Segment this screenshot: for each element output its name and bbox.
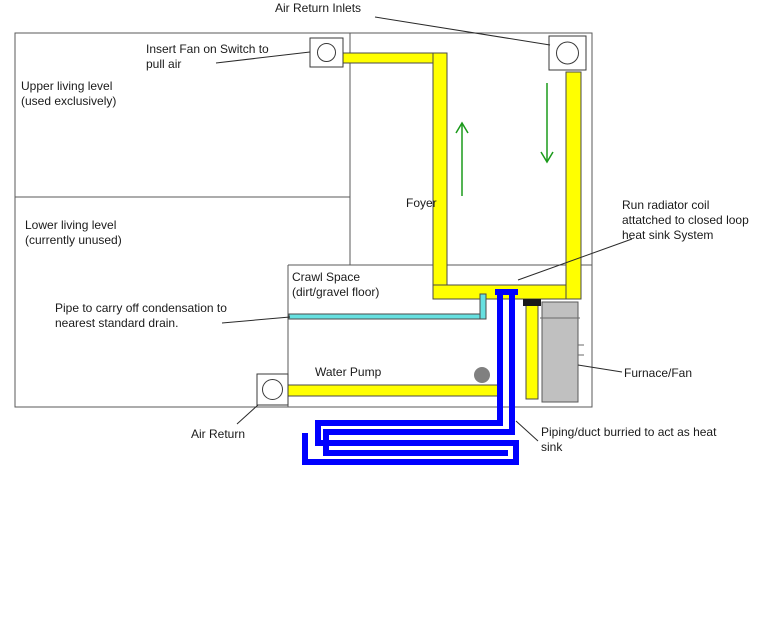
crawl-space-line-2: (dirt/gravel floor) xyxy=(292,285,380,299)
insert-fan-label: Insert Fan on Switch to pull air xyxy=(146,42,269,72)
piping-duct-line-1: Piping/duct burried to act as heat xyxy=(541,425,717,439)
pump-icon xyxy=(474,367,490,383)
crawl-space-line-1: Crawl Space xyxy=(292,270,361,284)
piping-duct-line-2: sink xyxy=(541,440,563,454)
air-duct xyxy=(286,52,582,400)
lower-level-line-2: (currently unused) xyxy=(25,233,122,247)
upper-level-line-2: (used exclusively) xyxy=(21,94,117,108)
radiator-coil-line-1: Run radiator coil xyxy=(622,198,710,212)
heat-sink-piping xyxy=(302,289,519,465)
foyer-label: Foyer xyxy=(406,196,437,210)
radiator-coil-line-3: heat sink System xyxy=(622,228,714,242)
coil-connector xyxy=(523,299,541,306)
furnace-fan-label: Furnace/Fan xyxy=(624,366,693,380)
vent-icon xyxy=(548,35,587,71)
radiator-coil-line-2: attatched to closed loop xyxy=(622,213,749,227)
crawl-space-label: Crawl Space (dirt/gravel floor) xyxy=(292,270,379,300)
vent-icon xyxy=(256,373,289,406)
airflow-arrow-icon xyxy=(455,121,469,196)
furnace-icon xyxy=(540,301,584,403)
radiator-coil-label: Run radiator coil attatched to closed lo… xyxy=(622,198,749,243)
vent-icon xyxy=(309,37,344,68)
piping-duct-label: Piping/duct burried to act as heat sink xyxy=(541,425,716,455)
insert-fan-line-2: pull air xyxy=(146,57,182,71)
condensation-pipe-label: Pipe to carry off condensation to neares… xyxy=(55,301,227,331)
condensation-line-1: Pipe to carry off condensation to xyxy=(55,301,227,315)
air-return-inlets-label: Air Return Inlets xyxy=(275,1,362,15)
condensation-pipe xyxy=(288,293,487,320)
air-return-label: Air Return xyxy=(191,427,246,441)
upper-level-label: Upper living level (used exclusively) xyxy=(21,79,116,109)
insert-fan-line-1: Insert Fan on Switch to xyxy=(146,42,269,56)
lower-level-label: Lower living level (currently unused) xyxy=(25,218,122,248)
condensation-line-2: nearest standard drain. xyxy=(55,316,179,330)
airflow-arrow-icon xyxy=(540,83,554,164)
water-pump-label: Water Pump xyxy=(315,365,382,379)
leader-lines xyxy=(215,16,633,442)
lower-level-line-1: Lower living level xyxy=(25,218,117,232)
upper-level-line-1: Upper living level xyxy=(21,79,113,93)
